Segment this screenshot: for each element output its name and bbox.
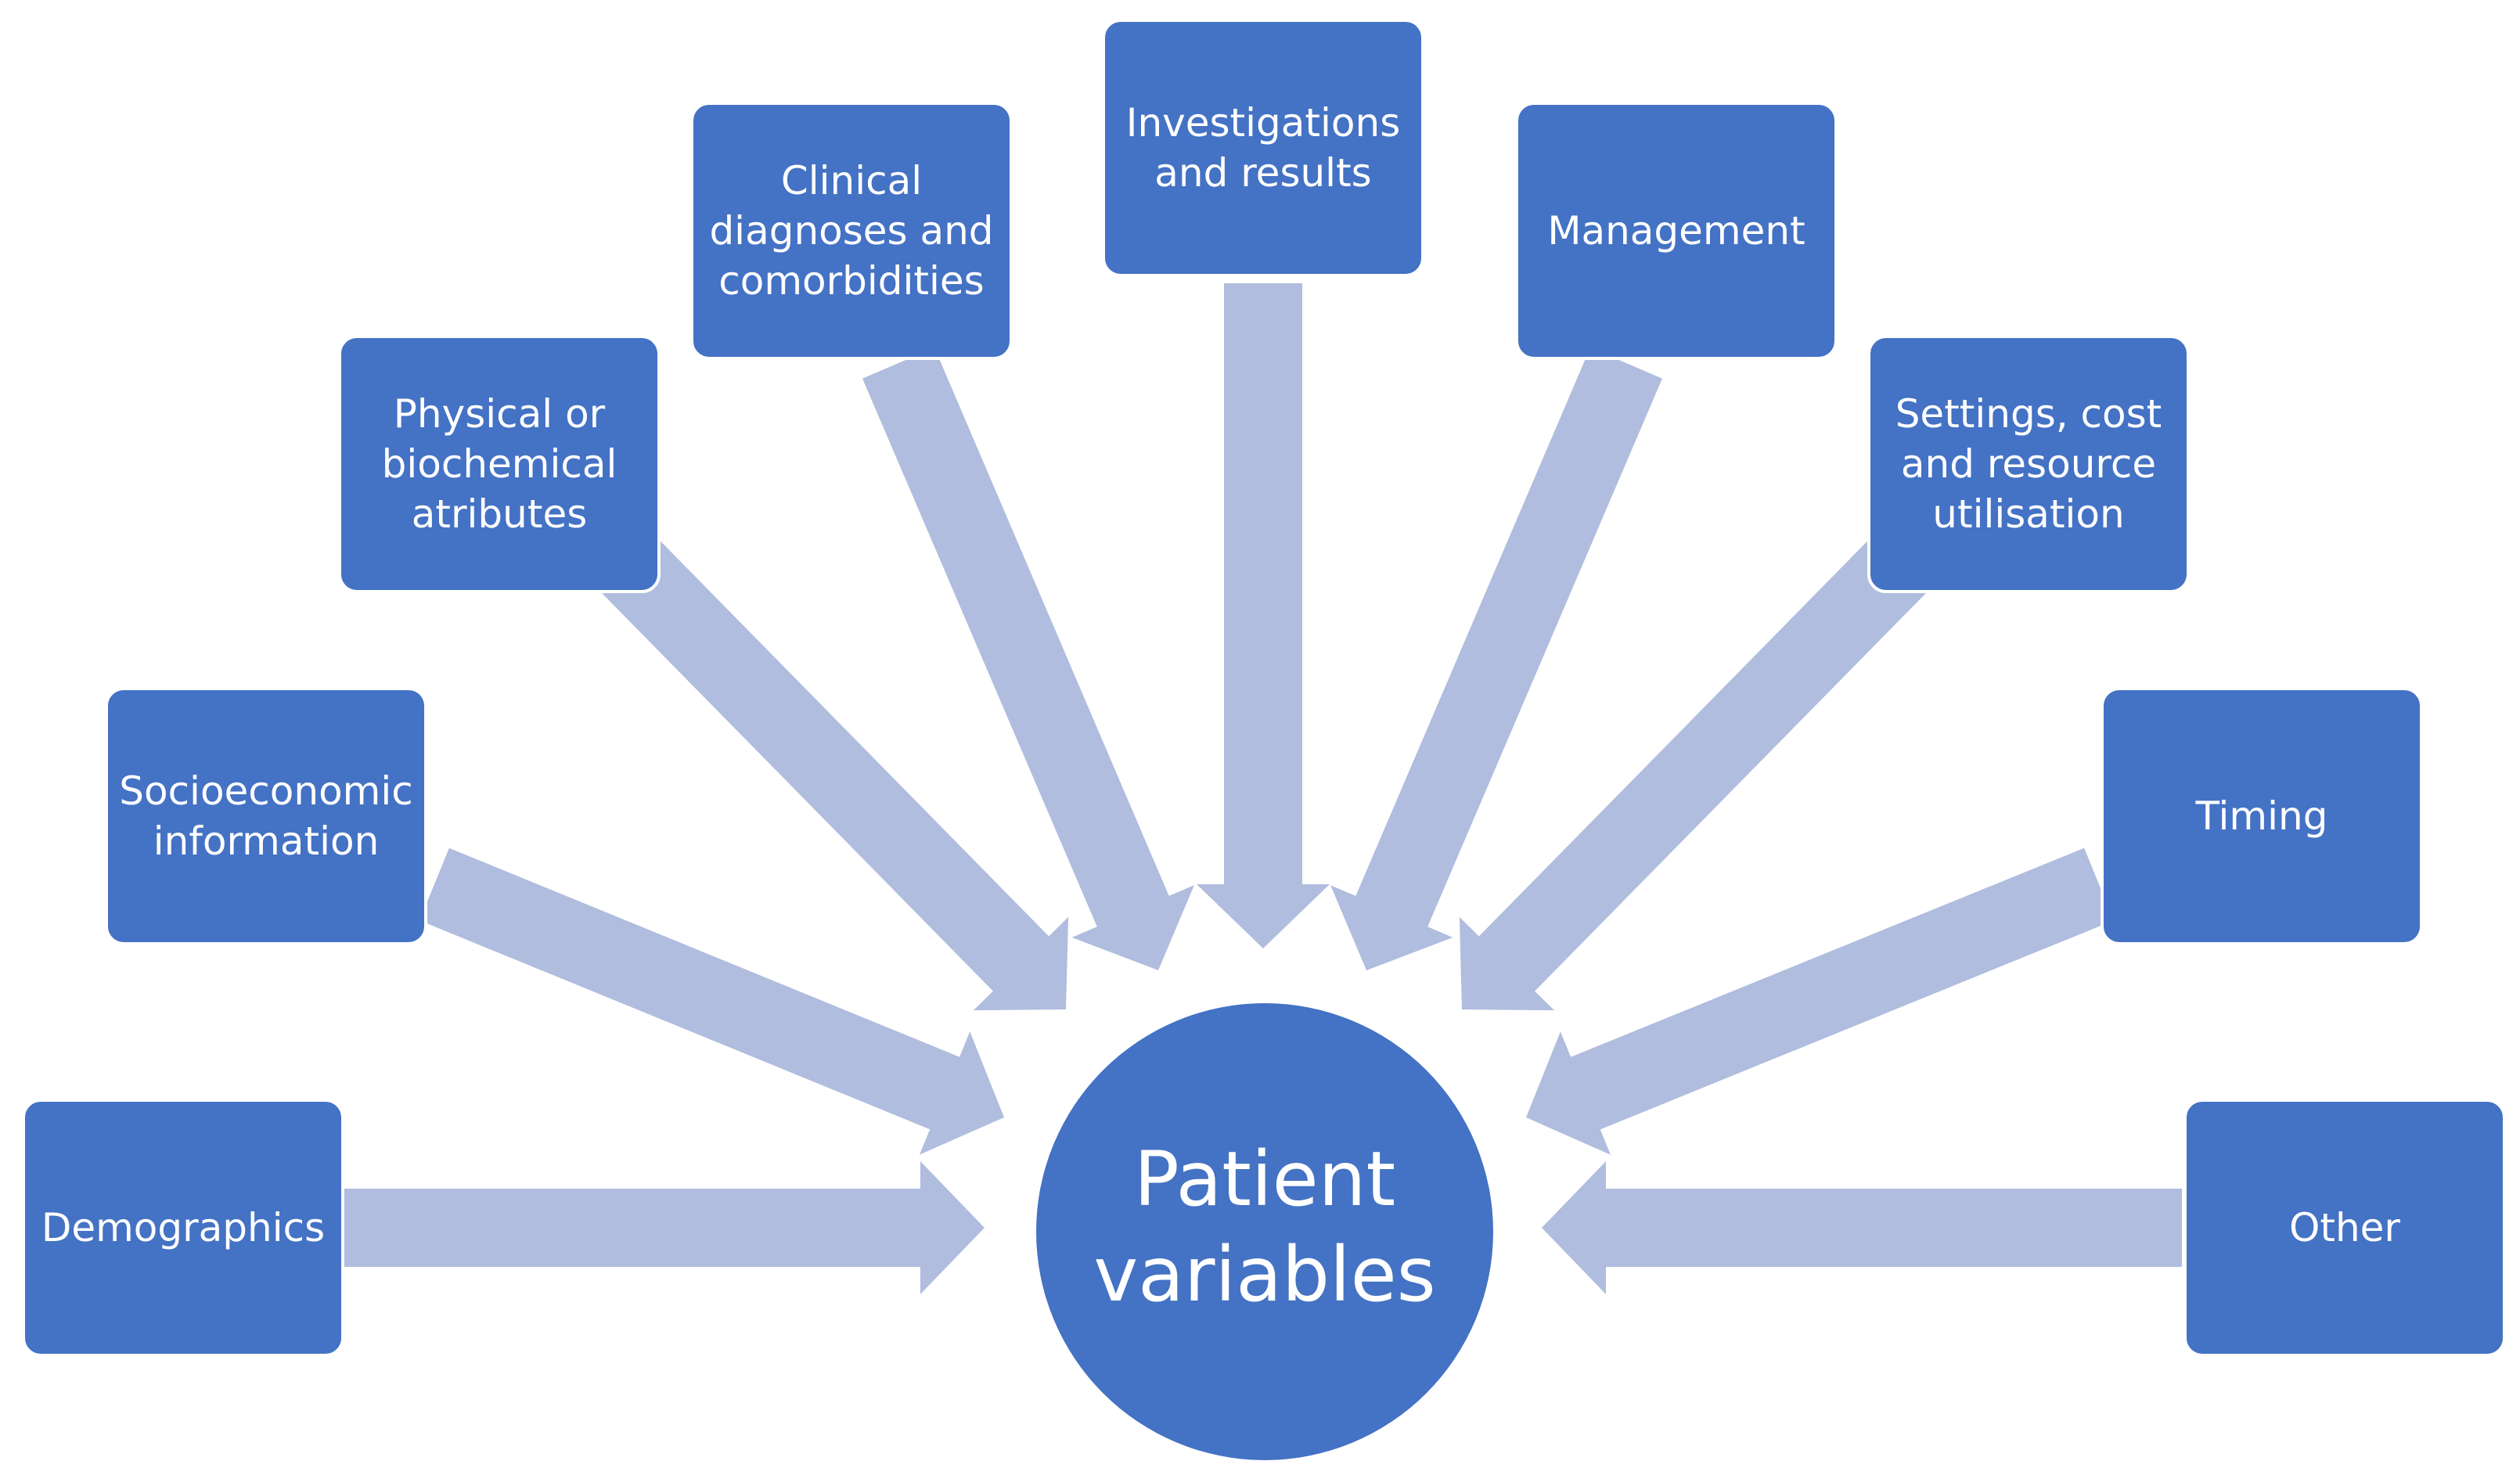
box-other-rect — [2183, 1099, 2506, 1357]
box-timing-rect — [2101, 687, 2423, 945]
box-management-label-line-1: Management — [1547, 208, 1805, 254]
box-socioeconomic-label-line-1: Socioeconomic — [119, 768, 413, 814]
box-clinical-label-line-1: Clinical — [781, 158, 922, 203]
box-demographics-label-line-1: Demographics — [41, 1205, 325, 1250]
arrow-clinical — [862, 347, 1194, 970]
box-physical-label-line-3: atributes — [412, 491, 588, 537]
box-physical-label-line-2: biochemical — [382, 441, 617, 487]
center-label-line-1: Patient — [1134, 1135, 1395, 1223]
box-demographics-rect — [22, 1099, 344, 1357]
box-management: Management — [1515, 102, 1838, 360]
box-investigations-label-line-1: Investigations — [1126, 100, 1401, 146]
box-investigations-rect — [1102, 19, 1424, 277]
arrows-layer — [344, 283, 2182, 1294]
box-management-rect — [1515, 102, 1838, 360]
box-other: Other — [2183, 1099, 2506, 1357]
arrow-demographics — [344, 1161, 985, 1294]
arrow-investigations — [1197, 283, 1330, 948]
box-physical-label-line-1: Physical or — [394, 391, 606, 437]
arrow-settings — [1459, 527, 1938, 1011]
arrow-socioeconomic — [419, 847, 1004, 1155]
box-investigations-label-line-2: and results — [1154, 150, 1371, 196]
box-timing-label-line-1: Timing — [2195, 793, 2328, 839]
box-timing: Timing — [2101, 687, 2423, 945]
box-other-label-line-1: Other — [2289, 1205, 2400, 1250]
arrow-other — [1542, 1161, 2182, 1294]
box-socioeconomic: Socioeconomic information — [105, 687, 427, 945]
box-socioeconomic-rect — [105, 687, 427, 945]
arrow-timing — [1526, 847, 2114, 1155]
box-settings-label-line-1: Settings, cost — [1895, 391, 2162, 437]
center-label-line-2: variables — [1093, 1231, 1435, 1319]
arrow-physical — [590, 527, 1069, 1011]
variable-boxes: Demographics Socioeconomic information Phys… — [22, 19, 2506, 1357]
box-clinical-label-line-2: diagnoses and — [709, 208, 993, 254]
box-clinical-label-line-3: comorbidities — [718, 258, 985, 304]
box-demographics: Demographics — [22, 1099, 344, 1357]
box-settings-rect — [1867, 335, 2190, 593]
box-socioeconomic-label-line-2: information — [153, 819, 380, 864]
box-physical-rect — [338, 335, 661, 593]
box-settings-label-line-2: and resource — [1901, 441, 2156, 487]
box-clinical-rect — [690, 102, 1013, 360]
box-settings-label-line-3: utilisation — [1932, 491, 2124, 537]
center-circle — [1036, 1003, 1493, 1460]
center-node: Patient variables — [1036, 1003, 1493, 1460]
arrow-management — [1330, 347, 1662, 970]
